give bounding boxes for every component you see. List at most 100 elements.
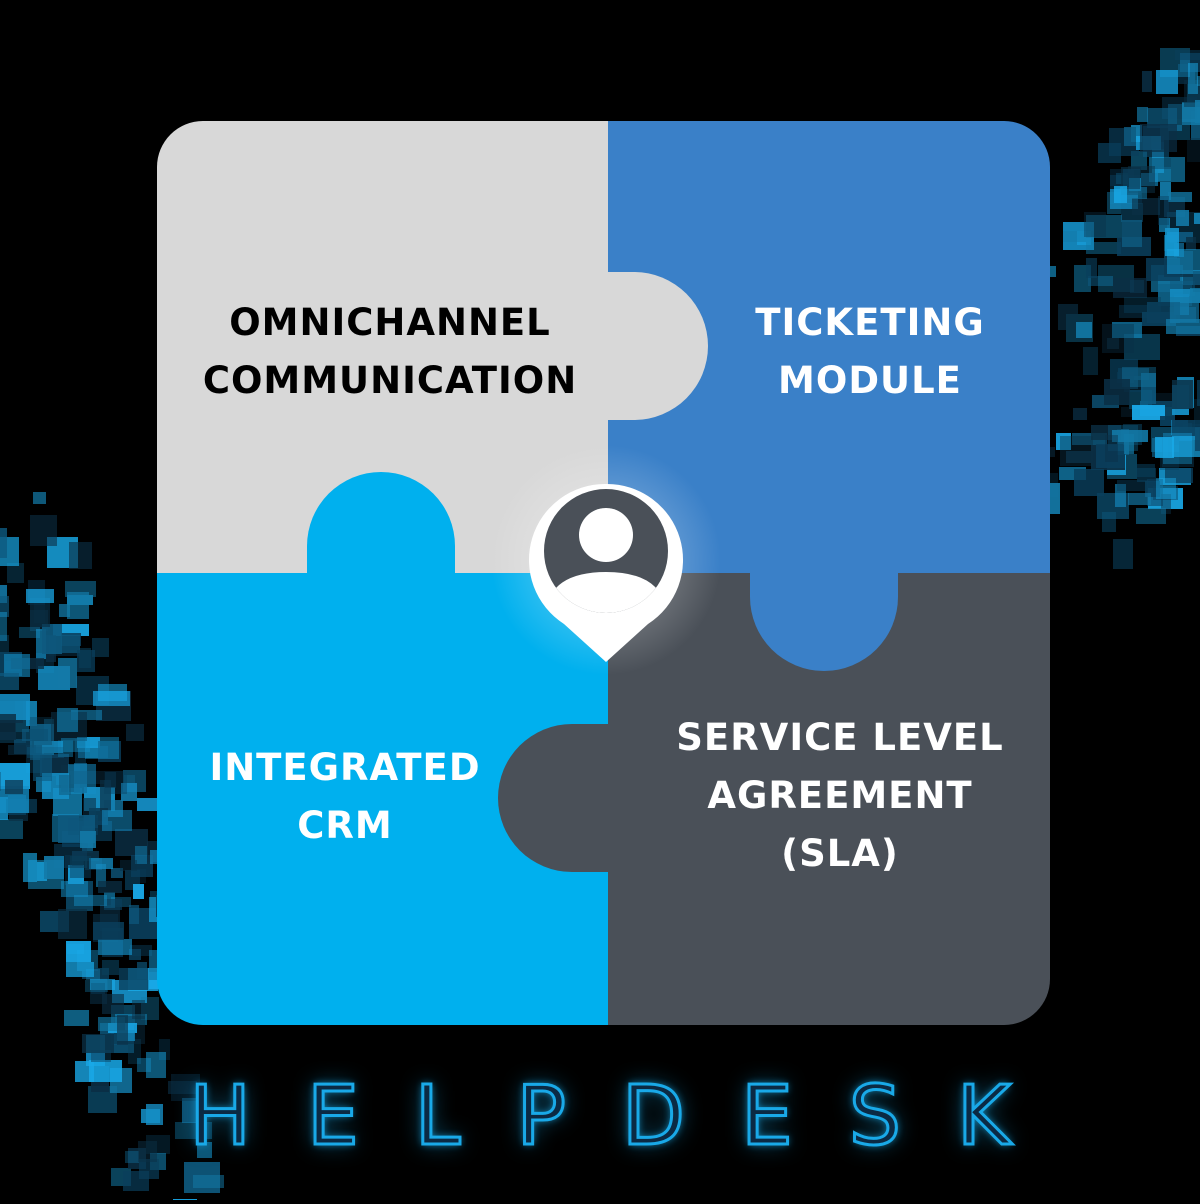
pixel-block: [0, 772, 1, 791]
pixel-block: [100, 780, 111, 811]
pixel-block: [77, 737, 100, 748]
pixel-block: [129, 949, 141, 960]
pixel-block: [102, 810, 132, 831]
omnichannel-label-line-2: COMMUNICATION: [202, 359, 578, 402]
pixel-block: [1058, 304, 1078, 330]
pixel-block: [1088, 276, 1113, 286]
pixel-block: [1142, 71, 1152, 92]
pixel-block: [91, 1050, 111, 1062]
pixel-block: [67, 592, 89, 619]
pixel-block: [1152, 158, 1171, 169]
pixel-block: [1158, 196, 1169, 225]
pixel-block: [1122, 367, 1156, 387]
pixel-block: [115, 829, 148, 856]
pixel-block: [126, 724, 144, 741]
pixel-block: [1161, 494, 1171, 514]
pixel-block: [1119, 305, 1148, 318]
pixel-block: [1102, 512, 1116, 532]
pixel-block: [1066, 451, 1091, 463]
pixel-block: [1056, 433, 1071, 450]
pixel-block: [1105, 435, 1118, 462]
pixel-block: [64, 1010, 89, 1026]
pixel-block: [1096, 444, 1125, 468]
pixel-block: [1132, 198, 1160, 215]
pixel-block: [26, 589, 54, 603]
crm-label-line-2: CRM: [297, 804, 393, 847]
pixel-block: [42, 624, 62, 654]
pixel-block: [1113, 539, 1133, 569]
user-location-pin-icon: [528, 483, 684, 662]
pixel-block: [137, 1058, 151, 1072]
pixel-block: [129, 905, 139, 924]
pixel-block: [1146, 258, 1180, 281]
pixel-block: [1132, 405, 1165, 420]
pixel-block: [1136, 464, 1155, 477]
pixel-block: [1141, 373, 1156, 404]
sla-tab: [498, 724, 610, 872]
pixel-block: [0, 585, 7, 603]
pixel-block: [141, 997, 159, 1020]
pixel-block: [168, 1081, 197, 1094]
pixel-block: [1160, 48, 1190, 77]
pixel-block: [44, 856, 64, 879]
pixel-block: [1124, 334, 1160, 360]
pixel-block: [1194, 213, 1200, 224]
pixel-block: [182, 1098, 201, 1123]
pixel-block: [1124, 297, 1161, 313]
pixel-block: [30, 598, 50, 627]
sla-label-line-2: AGREEMENT: [707, 774, 973, 817]
pixel-block: [4, 654, 30, 677]
pixel-block: [115, 1014, 147, 1025]
pixel-block: [0, 635, 9, 654]
pixel-block: [1117, 480, 1148, 491]
pixel-block: [62, 635, 80, 653]
pixel-block: [130, 945, 152, 956]
pixel-block: [93, 922, 124, 940]
pixel-block: [19, 627, 40, 638]
pixel-block: [1167, 232, 1193, 242]
pixel-block: [1190, 288, 1200, 300]
pixel-block: [0, 596, 9, 617]
pixel-block: [1098, 143, 1121, 163]
pixel-block: [5, 780, 23, 794]
pixel-block: [1165, 468, 1193, 483]
pixel-block: [1172, 420, 1195, 436]
pixel-block: [1176, 210, 1189, 226]
pixel-block: [1104, 379, 1130, 405]
pixel-block: [1073, 408, 1087, 420]
pixel-block: [1140, 124, 1177, 152]
pixel-block: [1155, 437, 1174, 458]
pixel-block: [1191, 111, 1200, 140]
pixel-decoration: [0, 48, 1200, 1204]
pixel-block: [1121, 407, 1134, 417]
pixel-block: [1060, 436, 1093, 466]
pixel-block: [1194, 399, 1200, 426]
pixel-block: [57, 708, 78, 732]
pixel-block: [85, 737, 119, 759]
ticketing-label-line-2: MODULE: [778, 359, 962, 402]
pixel-block: [61, 881, 88, 897]
pixel-block: [8, 745, 36, 755]
pixel-block: [1195, 100, 1200, 123]
pixel-block: [120, 860, 137, 871]
pixel-block: [1128, 493, 1151, 505]
pixel-block: [27, 747, 64, 758]
pixel-block: [1197, 380, 1200, 406]
pixel-block: [119, 968, 148, 990]
pixel-block: [1187, 138, 1200, 162]
omnichannel-label: OMNICHANNEL COMMUNICATION: [160, 294, 620, 410]
pixel-block: [1186, 237, 1196, 250]
pixel-block: [85, 980, 108, 992]
pixel-block: [117, 1015, 128, 1045]
omnichannel-label-line-1: OMNICHANNEL: [229, 301, 551, 344]
pixel-block: [1147, 108, 1177, 128]
pixel-block: [124, 775, 135, 785]
pixel-block: [111, 868, 123, 878]
pixel-block: [121, 783, 137, 801]
pixel-block: [1113, 278, 1147, 298]
pixel-block: [74, 895, 107, 906]
ticketing-label: TICKETING MODULE: [690, 294, 1050, 410]
pixel-block: [66, 962, 94, 977]
pixel-block: [0, 714, 16, 740]
pixel-block: [1160, 416, 1175, 426]
